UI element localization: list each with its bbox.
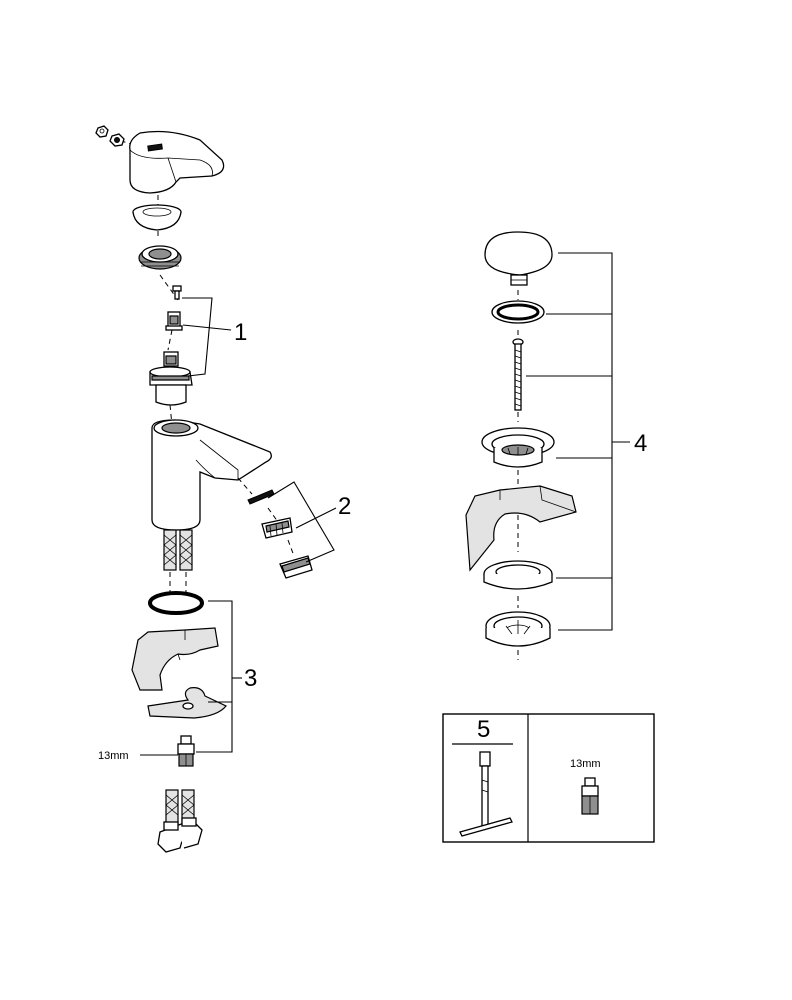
fixing-plate-icon bbox=[147, 687, 227, 719]
drain-cap-icon bbox=[484, 231, 553, 286]
callout-2: 2 bbox=[338, 493, 351, 520]
drain-body-icon bbox=[485, 611, 551, 647]
callout-bracket-2 bbox=[267, 481, 337, 563]
threaded-ring-icon bbox=[138, 245, 182, 270]
drain-assembly: 4 bbox=[465, 231, 647, 660]
temperature-limiter-icon bbox=[165, 311, 183, 331]
threaded-rod-icon bbox=[177, 735, 195, 767]
lever-handle-icon bbox=[129, 130, 225, 194]
faucet-body-icon bbox=[151, 419, 272, 531]
drain-seal-ring-icon bbox=[491, 300, 545, 324]
key-tool-icon bbox=[459, 751, 513, 837]
o-ring-icon bbox=[148, 591, 204, 615]
small-screw-icon bbox=[172, 285, 182, 300]
aerator-axis-line bbox=[237, 477, 295, 557]
callout-bracket-3 bbox=[196, 600, 242, 753]
supply-hoses-icon bbox=[157, 789, 203, 853]
cover-cap-icon bbox=[132, 204, 182, 231]
callout-4: 4 bbox=[634, 430, 647, 457]
aerator-housing-icon bbox=[279, 555, 313, 579]
cartridge-icon bbox=[149, 351, 193, 406]
callout-bracket-1 bbox=[182, 297, 232, 377]
wrench-size-label-box: 13mm bbox=[570, 758, 601, 770]
basin-section-icon bbox=[465, 485, 577, 572]
countertop-section-icon bbox=[131, 627, 219, 691]
faucet-assembly: 1 bbox=[95, 125, 351, 853]
aerator-icon bbox=[261, 517, 293, 539]
supply-hoses-stub-icon bbox=[163, 529, 193, 595]
set-screw-icon bbox=[95, 125, 125, 147]
wrench-size-label-left: 13mm bbox=[98, 750, 129, 762]
callout-5: 5 bbox=[477, 716, 490, 743]
adapter-nut-icon bbox=[581, 777, 599, 815]
drain-bolt-icon bbox=[512, 338, 524, 411]
tools-box: 5 13mm bbox=[442, 713, 655, 843]
drain-flange-icon bbox=[481, 427, 555, 468]
drain-gasket-icon bbox=[483, 560, 553, 590]
callout-3: 3 bbox=[244, 665, 257, 692]
callout-bracket-4 bbox=[526, 252, 630, 631]
callout-1: 1 bbox=[234, 319, 247, 346]
